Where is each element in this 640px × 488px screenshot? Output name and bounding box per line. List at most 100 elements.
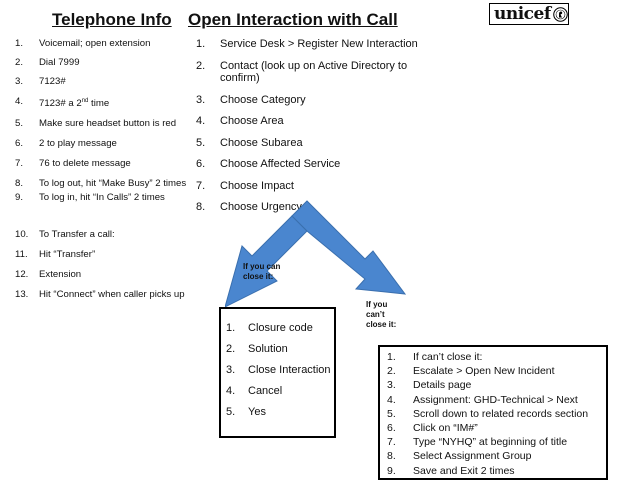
item-number: 8.	[196, 201, 206, 213]
item-text: Contact (look up on Active Directory to …	[220, 59, 408, 85]
list-item: 4. Choose Area	[196, 115, 426, 128]
item-text: Hit “Transfer”	[39, 249, 96, 261]
item-number: 6.	[387, 422, 396, 435]
list-item: 9.Save and Exit 2 times	[387, 464, 588, 478]
item-number: 1.	[15, 38, 24, 49]
item-text: To log out, hit “Make Busy” 2 times	[39, 178, 187, 190]
escalation-steps-box: 1. If can’t close it: 2. Escalate > Open N…	[378, 345, 608, 480]
item-text: Click on “IM#”	[413, 422, 478, 435]
item-number: 7.	[387, 436, 396, 449]
item-number: 6.	[196, 158, 206, 170]
item-number: 2.	[196, 59, 206, 72]
item-number: 3.	[387, 379, 396, 392]
item-number: 2.	[226, 343, 236, 355]
open-interaction-steps-list: 1.Service Desk > Register New Interactio…	[196, 38, 426, 214]
list-item: 3.Details page	[387, 378, 588, 392]
item-text: Choose Impact	[220, 179, 294, 192]
item-text: Solution	[248, 343, 288, 355]
item-text: Save and Exit 2 times	[413, 464, 515, 477]
item-text: If can’t close it:	[413, 351, 483, 363]
item-number: 11.	[15, 249, 28, 261]
item-text: Type “NYHQ” at beginning of title	[413, 436, 568, 449]
list-item: 5.Scroll down to related records section	[387, 407, 588, 421]
arrow-label-can-close: If you can close it:	[243, 262, 281, 281]
item-number: 3.	[196, 93, 206, 106]
list-item: 4. 7123# a 2nd time	[15, 96, 190, 109]
list-item: 12. Extension	[15, 269, 190, 280]
item-text: Dial 7999	[39, 57, 80, 68]
item-number: 8.	[387, 450, 396, 463]
item-text: Extension	[39, 269, 82, 281]
list-item: 4. Assignment: GHD-Technical > Next	[387, 393, 588, 407]
item-number: 10.	[15, 229, 29, 241]
item-superscript: nd	[81, 98, 89, 104]
list-item: 11. Hit “Transfer”	[15, 249, 190, 260]
item-text: To Transfer a call:	[39, 229, 115, 241]
item-text: 7123#	[39, 76, 66, 87]
item-number: 1.	[226, 322, 236, 334]
item-number: 6.	[15, 138, 24, 150]
open-interaction-title: Open Interaction with Call	[188, 10, 398, 29]
item-text-tail: time	[88, 98, 110, 110]
item-text: Choose Affected Service	[220, 158, 341, 170]
item-text: Close Interaction	[248, 364, 331, 376]
list-item: 3. 7123#	[15, 76, 190, 87]
telephone-steps-list: 1.Voicemail; open extension 2.Dial 7999 …	[15, 38, 190, 300]
list-item: 6. Click on “IM#”	[387, 421, 588, 435]
item-text: Make sure headset button is red	[39, 118, 177, 130]
list-item: 8.Select Assignment Group	[387, 449, 588, 463]
item-number: 1.	[387, 351, 396, 363]
item-number: 2.	[387, 365, 396, 378]
item-number: 12.	[15, 269, 29, 281]
list-item: 13.Hit “Connect” when caller picks up	[15, 289, 190, 300]
item-number: 5.	[226, 406, 236, 418]
closure-steps-box: 1. Closure code 2. Solution 3. Close Intera…	[219, 307, 336, 438]
list-item: 3. Choose Category	[196, 94, 426, 107]
list-item: 2. Contact (look up on Active Directory t…	[196, 60, 420, 85]
item-number: 9.	[15, 192, 24, 204]
list-item: 5.Yes	[226, 406, 331, 419]
item-text: Choose Category	[220, 93, 306, 106]
item-number: 7.	[196, 179, 206, 192]
item-number: 4.	[15, 96, 24, 107]
item-text: Escalate > Open New Incident	[413, 365, 555, 378]
item-number: 2.	[15, 57, 24, 68]
item-text: 76 to delete message	[39, 158, 131, 170]
telephone-info-title: Telephone Info	[52, 10, 172, 29]
list-item: 5.Make sure headset button is red	[15, 118, 190, 129]
item-text: Choose Subarea	[220, 136, 303, 149]
item-text: Voicemail; open extension	[39, 38, 151, 49]
list-item: 6. Choose Affected Service	[196, 158, 426, 171]
item-number: 7.	[15, 158, 24, 170]
item-number: 8.	[15, 178, 24, 190]
list-item: 1. Voicemail; open extension	[15, 38, 190, 49]
item-number: 4.	[387, 393, 396, 406]
item-text: Hit “Connect” when caller picks up	[39, 289, 185, 301]
item-number: 5.	[196, 136, 206, 149]
item-number: 3.	[226, 364, 236, 376]
item-number: 4.	[196, 115, 206, 127]
unicef-emblem-icon	[552, 6, 568, 22]
closure-steps-list: 1. Closure code 2. Solution 3. Close Intera…	[226, 322, 331, 419]
item-text: 2 to play message	[39, 138, 117, 150]
right-arrow-cant-close	[291, 200, 407, 295]
list-item: 7. Choose Impact	[196, 180, 426, 193]
list-item: 2. Dial 7999	[15, 57, 190, 68]
item-text: Choose Urgency	[220, 201, 302, 213]
item-number: 3.	[15, 76, 24, 87]
item-text: Closure code	[248, 322, 313, 334]
item-text: 7123# a 2	[39, 98, 82, 110]
item-text: Scroll down to related records section	[413, 407, 589, 420]
item-text: Cancel	[248, 385, 283, 397]
list-item: 5. Choose Subarea	[196, 137, 426, 150]
item-text: Assignment: GHD-Technical > Next	[413, 393, 578, 406]
list-item: 8. Choose Urgency	[196, 201, 426, 214]
unicef-logo: unicef	[489, 3, 569, 25]
item-text: Service Desk > Register New Interaction	[220, 38, 418, 50]
item-number: 4.	[226, 385, 236, 397]
list-item: 7. 76 to delete message	[15, 158, 190, 169]
item-text: Choose Area	[220, 115, 284, 127]
flow-arrows	[225, 200, 407, 308]
list-item: 4. Cancel	[226, 385, 331, 398]
list-item: 8. To log out, hit “Make Busy” 2 times	[15, 178, 189, 189]
